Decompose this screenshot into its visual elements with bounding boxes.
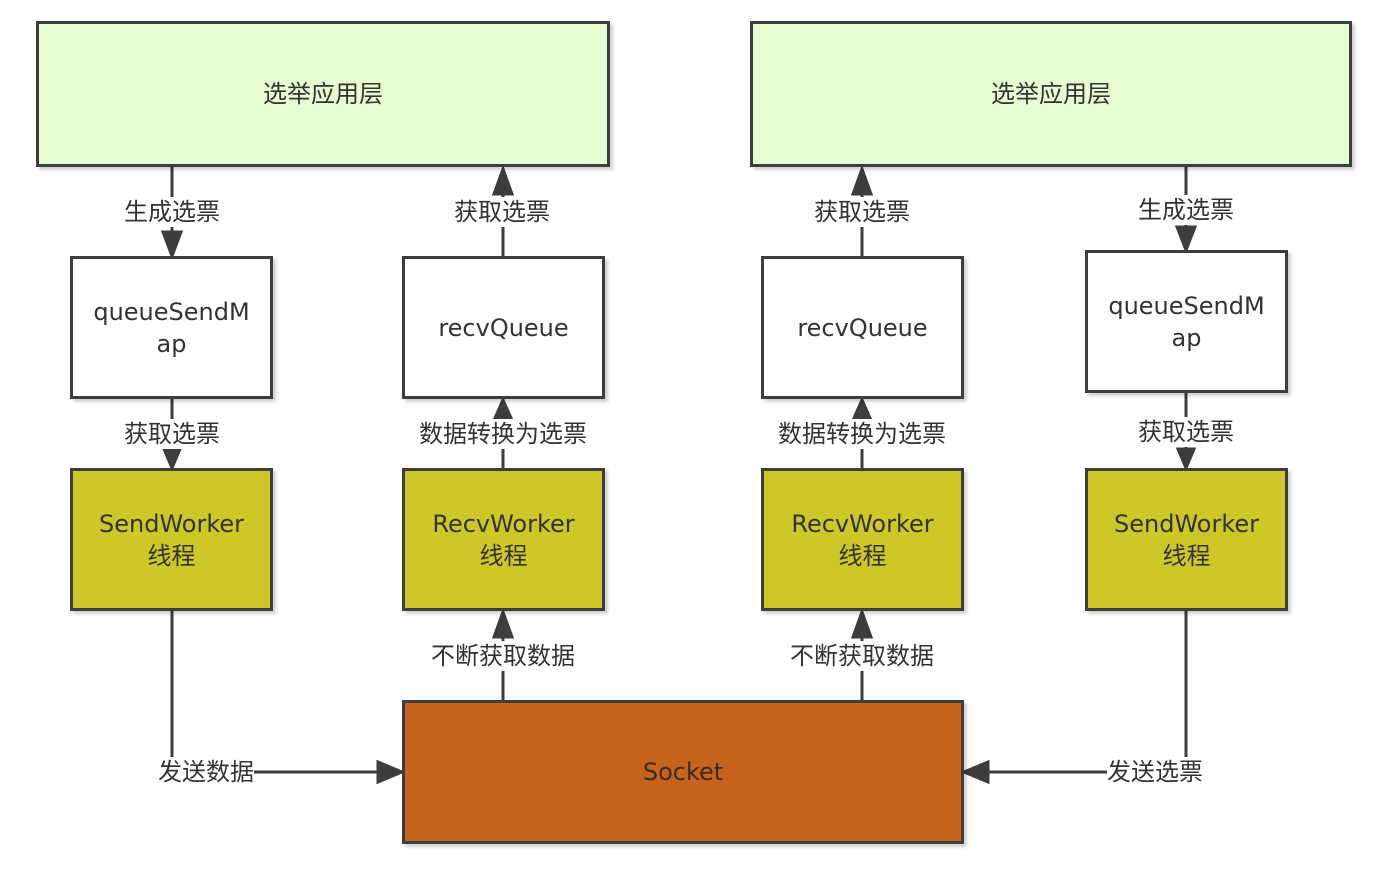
send-worker-left: SendWorker 线程 — [70, 468, 273, 611]
node-label: RecvWorker 线程 — [791, 509, 934, 570]
recv-worker-right: RecvWorker 线程 — [761, 468, 964, 611]
label-convert-left: 数据转换为选票 — [419, 419, 587, 449]
recv-queue-left: recvQueue — [402, 256, 605, 399]
label-get-vote-mid-right: 获取选票 — [1138, 417, 1234, 447]
label-send-vote: 发送选票 — [1107, 757, 1203, 787]
label-send-data: 发送数据 — [158, 757, 254, 787]
node-label: recvQueue — [438, 313, 569, 342]
label-convert-right: 数据转换为选票 — [778, 419, 946, 449]
arrowhead — [376, 759, 406, 785]
arrowhead — [851, 396, 873, 420]
arrowhead — [1174, 225, 1198, 255]
edge-send-data — [170, 611, 380, 774]
label-fetch-left: 不断获取数据 — [431, 641, 575, 671]
send-worker-right: SendWorker 线程 — [1085, 468, 1288, 611]
label-gen-vote-left: 生成选票 — [124, 197, 220, 227]
node-label: SendWorker 线程 — [99, 509, 244, 570]
election-app-layer-left: 选举应用层 — [36, 21, 610, 167]
arrowhead — [1175, 447, 1197, 472]
label-fetch-right: 不断获取数据 — [790, 641, 934, 671]
node-label: Socket — [642, 758, 724, 786]
arrowhead — [960, 759, 990, 785]
node-label: RecvWorker 线程 — [432, 509, 575, 570]
arrowhead — [850, 164, 874, 196]
label-get-vote-top-left: 获取选票 — [454, 197, 550, 227]
node-label: recvQueue — [797, 313, 928, 342]
queue-send-map-right: queueSendM ap — [1085, 250, 1288, 393]
recv-queue-right: recvQueue — [761, 256, 964, 399]
election-app-layer-right: 选举应用层 — [750, 21, 1352, 167]
node-label: queueSendM ap — [1108, 291, 1265, 352]
node-label: 选举应用层 — [263, 80, 383, 108]
arrowhead — [161, 447, 183, 472]
node-label: 选举应用层 — [991, 80, 1111, 108]
arrowhead — [491, 164, 515, 196]
queue-send-map-left: queueSendM ap — [70, 256, 273, 399]
socket-node: Socket — [402, 700, 964, 844]
label-get-vote-mid-left: 获取选票 — [124, 419, 220, 449]
label-gen-vote-right: 生成选票 — [1138, 195, 1234, 225]
node-label: SendWorker 线程 — [1114, 509, 1259, 570]
edge-send-vote — [986, 611, 1188, 774]
label-get-vote-top-right: 获取选票 — [814, 197, 910, 227]
arrowhead — [492, 396, 514, 420]
arrowhead — [491, 607, 515, 639]
node-label: queueSendM ap — [93, 297, 250, 358]
recv-worker-left: RecvWorker 线程 — [402, 468, 605, 611]
arrowhead — [160, 230, 184, 261]
arrowhead — [850, 607, 874, 639]
